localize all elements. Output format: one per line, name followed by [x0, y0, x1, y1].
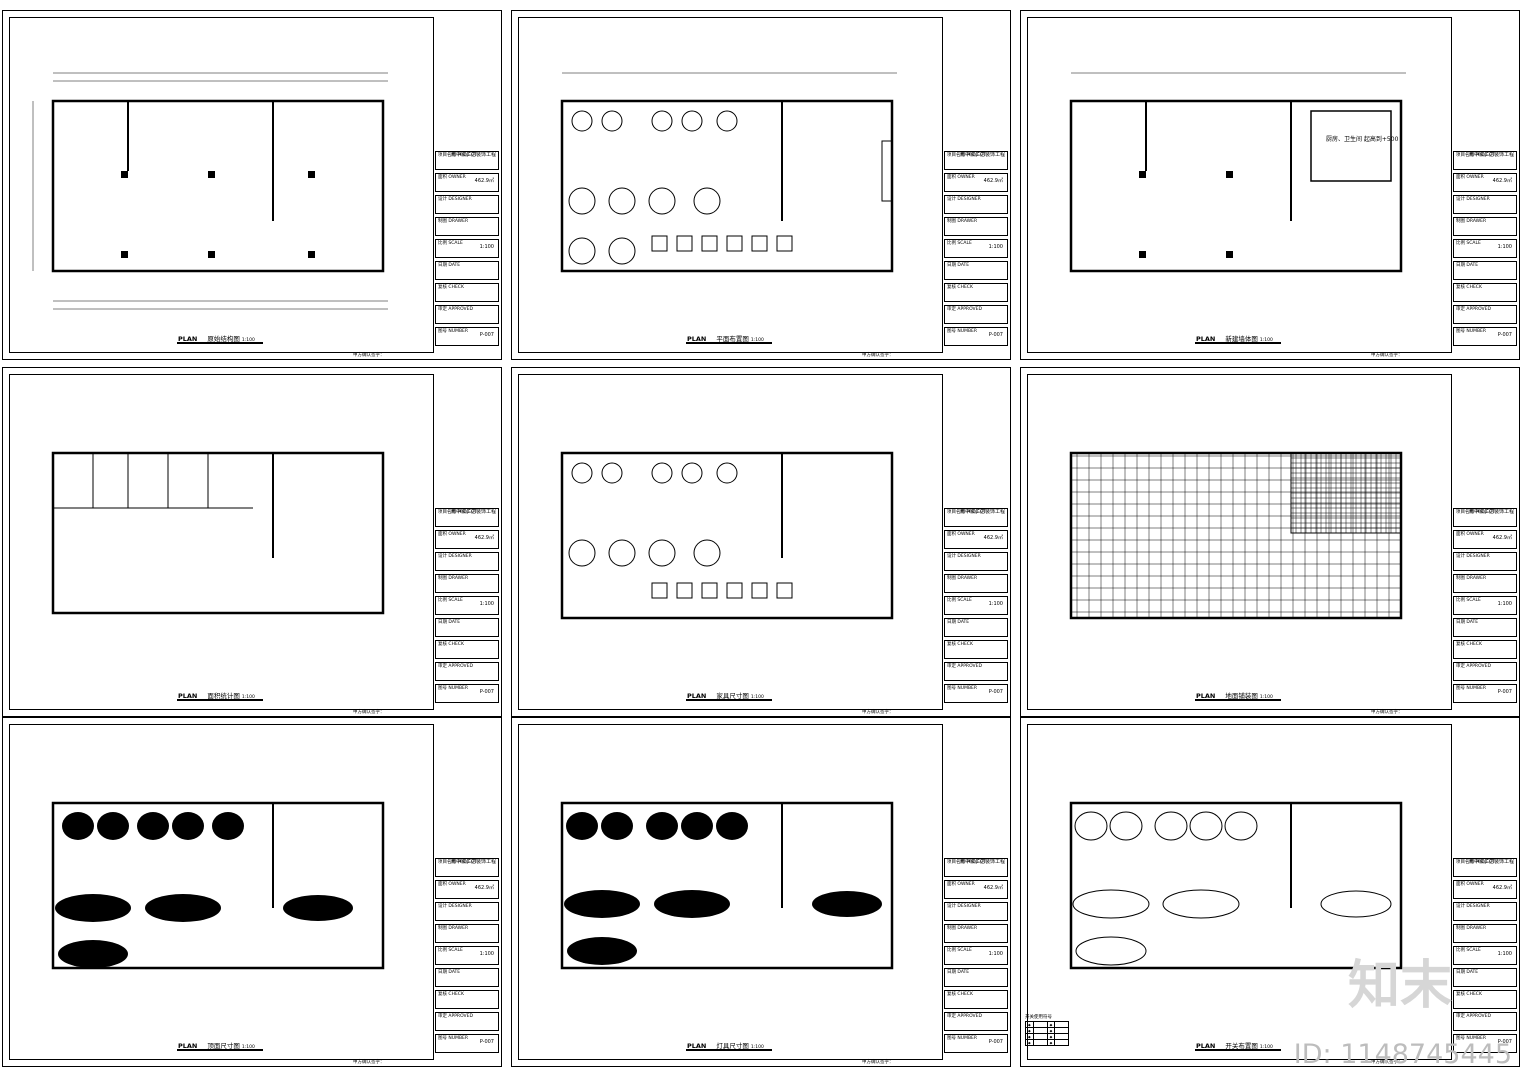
- room-label: 厨房、卫生间 起高到+500: [1326, 135, 1399, 143]
- title-underline: [1195, 699, 1281, 701]
- drawing-frame: [9, 724, 434, 1060]
- title-underline: [686, 699, 772, 701]
- signature-note: 甲方确认签字：: [862, 1060, 894, 1065]
- title-underline: [177, 699, 263, 701]
- floor-plan-drawing: [51, 451, 385, 615]
- signature-note: 甲方确认签字：: [353, 353, 385, 358]
- title-underline: [177, 342, 263, 344]
- floor-plan-drawing: 厨房、卫生间 起高到+500: [1069, 72, 1406, 273]
- watermark-logo: 知末: [1347, 956, 1452, 1016]
- floor-plan-drawing: [560, 801, 894, 970]
- floor-plan-drawing: [32, 72, 388, 310]
- signature-note: 甲方确认签字：: [1371, 353, 1403, 358]
- title-underline: [1195, 1049, 1281, 1051]
- drawing-frame: [1027, 374, 1452, 710]
- signature-note: 甲方确认签字：: [862, 710, 894, 715]
- switch-legend: 开关使用符号 ◆ ◆ ◆◆ ◆◆ ◆◆: [1025, 1014, 1200, 1066]
- signature-note: 甲方确认签字：: [353, 1060, 385, 1065]
- title-underline: [177, 1049, 263, 1051]
- drawing-frame: [518, 724, 943, 1060]
- drawing-frame: [518, 374, 943, 710]
- drawing-frame: [1027, 17, 1452, 353]
- watermark-id: ID: 1148745445: [1293, 1039, 1512, 1070]
- signature-note: 甲方确认签字：: [1371, 1060, 1403, 1065]
- legend-table: ◆ ◆ ◆◆ ◆◆ ◆◆: [1025, 1021, 1070, 1046]
- floor-plan-drawing: [1069, 801, 1403, 970]
- signature-note: 甲方确认签字：: [1371, 710, 1403, 715]
- floor-plan-drawing: [1069, 451, 1403, 620]
- title-underline: [1195, 342, 1281, 344]
- drawing-frame: [518, 17, 943, 353]
- title-underline: [686, 1049, 772, 1051]
- floor-plan-drawing: [560, 72, 897, 273]
- floor-plan-drawing: [560, 451, 894, 620]
- floor-plan-drawing: [51, 801, 385, 970]
- title-underline: [686, 342, 772, 344]
- drawing-frame: [9, 17, 434, 353]
- drawing-frame: [1027, 724, 1452, 1060]
- signature-note: 甲方确认签字：: [862, 353, 894, 358]
- drawing-frame: [9, 374, 434, 710]
- signature-note: 甲方确认签字：: [353, 710, 385, 715]
